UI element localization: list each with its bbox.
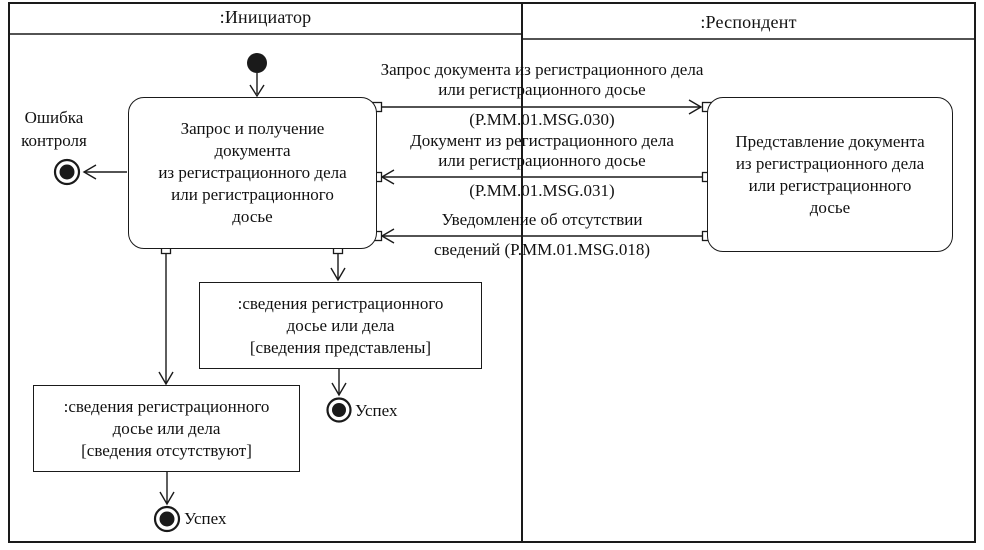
activity-provide-line: из регистрационного дела: [735, 153, 925, 173]
msg031-text-line: или регистрационного досье: [438, 151, 646, 170]
flow-success-bottom: [153, 472, 181, 533]
activity-request-line: досье: [232, 207, 273, 226]
msg031-code: (P.MM.01.MSG.031): [469, 181, 615, 200]
activity-request-document: Запрос и получение документа из регистра…: [128, 97, 377, 249]
msg030-label-above: Запрос документа из регистрационного дел…: [342, 60, 742, 100]
start-flow-arrowhead: [249, 84, 265, 98]
flow-object-provided-arrowhead: [330, 267, 346, 282]
object-node-absent: :сведения регистрационного досье или дел…: [33, 385, 300, 472]
diagram-border: [8, 2, 976, 543]
activity-provide-line: Представление документа: [735, 131, 925, 151]
activity-provide-document: Представление документа из регистрационн…: [707, 97, 953, 252]
error-label-line: контроля: [21, 131, 87, 150]
lane-header-respondent: :Респондент: [522, 12, 975, 33]
lane-title-respondent: :Респондент: [700, 12, 797, 32]
activity-request-line: Запрос и получение: [180, 119, 325, 138]
flow-error-arrowhead: [82, 164, 97, 180]
object-node-provided: :сведения регистрационного досье или дел…: [199, 282, 482, 369]
msg030-code: (P.MM.01.MSG.030): [469, 110, 615, 129]
msg030-text-line: или регистрационного досье: [438, 80, 646, 99]
final-node-success-mid-core: [332, 403, 346, 417]
msg031-label-above: Документ из регистрационного дела или ре…: [342, 131, 742, 171]
object-absent-line: :сведения регистрационного: [63, 396, 270, 416]
final-node-success-bottom-core: [159, 511, 175, 527]
msg018-label-below: сведений (P.MM.01.MSG.018): [342, 240, 742, 260]
msg031-label-below: (P.MM.01.MSG.031): [342, 181, 742, 201]
activity-request-line: документа: [214, 141, 291, 160]
object-provided-line: [сведения представлены]: [249, 337, 432, 357]
flow-to-object-absent: [158, 243, 174, 386]
msg031-text-line: Документ из регистрационного дела: [410, 131, 674, 150]
activity-provide-line: досье: [809, 197, 851, 217]
lane-title-initiator: :Инициатор: [219, 7, 312, 27]
error-label-line: Ошибка: [24, 108, 84, 127]
flow-msg030-arrowhead: [688, 99, 703, 115]
flow-success-mid: [326, 369, 352, 423]
object-absent-line: [сведения отсутствуют]: [81, 440, 252, 460]
lane-header-initiator: :Инициатор: [9, 7, 522, 28]
success-bottom-label: Успех: [184, 509, 227, 528]
error-terminal-label: Ошибка контроля: [3, 106, 105, 152]
activity-request-line: из регистрационного дела: [158, 163, 347, 182]
activity-request-line: или регистрационного: [171, 185, 334, 204]
flow-error: [53, 158, 127, 186]
flow-object-absent-arrowhead: [158, 371, 174, 386]
swimlane-frame: [8, 2, 976, 543]
object-provided-line: :сведения регистрационного: [237, 293, 444, 313]
success-mid-label: Успех: [355, 401, 398, 420]
initial-node-icon: [247, 53, 267, 98]
flow-success-bottom-arrowhead: [159, 491, 175, 506]
final-node-error-core: [59, 164, 75, 180]
object-absent-line: досье или дела: [112, 418, 221, 438]
msg018-text-line: Уведомление об отсутствии: [441, 210, 643, 229]
msg030-text-line: Запрос документа из регистрационного дел…: [380, 60, 704, 79]
msg030-label-below: (P.MM.01.MSG.030): [342, 110, 742, 130]
activity-provide-line: или регистрационного: [748, 175, 912, 195]
msg018-code: сведений (P.MM.01.MSG.018): [433, 240, 650, 259]
initial-node-circle: [247, 53, 267, 73]
object-provided-line: досье или дела: [286, 315, 395, 335]
msg018-label-above: Уведомление об отсутствии: [342, 210, 742, 230]
flow-success-mid-arrowhead: [331, 382, 347, 397]
